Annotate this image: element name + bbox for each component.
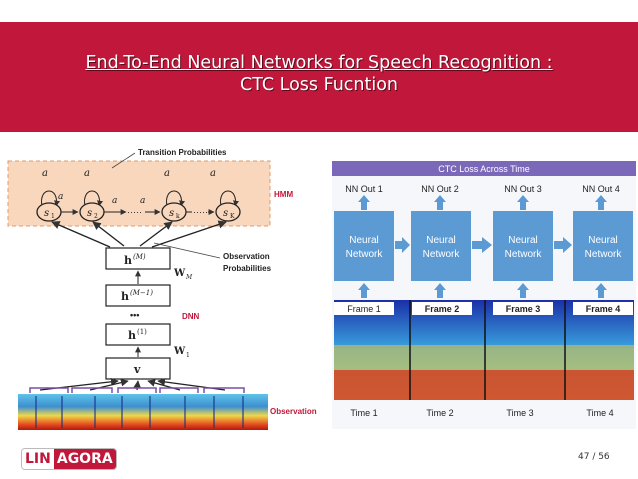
nn-1-line-2: Network	[346, 249, 384, 260]
nn-out-4: NN Out 4	[582, 184, 620, 194]
layer-M-sup: (M)	[133, 253, 146, 261]
nn-box-1	[334, 211, 394, 281]
loop-K	[220, 190, 239, 207]
layer-M1-label: h	[121, 290, 129, 303]
a-label-kk: a	[164, 168, 170, 179]
a-label-22: a	[84, 168, 90, 179]
state-k-sub: k	[176, 213, 180, 220]
hmm-label: HMM	[274, 190, 293, 199]
recurrent-arrows	[395, 237, 572, 253]
slide-title: End-To-End Neural Networks for Speech Re…	[20, 52, 618, 96]
logo-part-1: LIN	[22, 449, 54, 469]
left-spectrogram	[18, 394, 268, 430]
nn-1-line-1: Neural	[349, 235, 378, 246]
state-K-label: s	[223, 208, 228, 219]
w-M-label: W	[173, 268, 186, 279]
transition-pointer	[111, 152, 136, 169]
title-line-1: End-To-End Neural Networks for Speech Re…	[85, 53, 553, 73]
obs-arrow-k	[139, 221, 173, 247]
layer-v-label: v	[133, 363, 141, 376]
layer-M-label: h	[124, 254, 132, 267]
title-line-2: CTC Loss Fucntion	[239, 75, 399, 95]
state-2-sub: 2	[94, 213, 98, 220]
frame-4: Frame 4	[586, 304, 621, 314]
obs-prob-label-1: Observation	[223, 252, 270, 261]
nn-out-1: NN Out 1	[345, 184, 383, 194]
page-number: 47 / 56	[578, 452, 610, 462]
transition-label: Transition Probabilities	[138, 148, 227, 157]
obs-prob-label-2: Probabilities	[223, 264, 272, 273]
obs-arrow-2	[92, 221, 125, 247]
frame-1: Frame 1	[347, 304, 381, 314]
a-label-KK: a	[210, 168, 216, 179]
loop-1	[41, 190, 60, 207]
spectrogram-low-band	[334, 370, 634, 400]
frame-3-tag	[493, 302, 553, 315]
nn-4-line-1: Neural	[588, 235, 617, 246]
loop-2	[84, 190, 103, 207]
layer-M	[105, 247, 171, 270]
frame-brackets	[29, 387, 245, 393]
frame-1-tag	[334, 302, 394, 315]
ctc-diagram: CTC Loss Across Time NN Out 1 NN Out 2 N…	[332, 161, 636, 429]
w-M-sub: M	[185, 274, 193, 281]
spectrogram-streaks	[35, 396, 244, 428]
layer-M1	[105, 284, 171, 307]
obs-arrow-1	[51, 221, 111, 248]
frame-dividers	[409, 300, 566, 400]
nn-4-line-2: Network	[585, 249, 623, 260]
state-1-sub: 1	[51, 213, 55, 220]
state-dots-1: ·····	[127, 207, 142, 217]
nn-3-line-2: Network	[505, 249, 543, 260]
frame-3: Frame 3	[506, 304, 541, 314]
time-3: Time 3	[506, 408, 533, 418]
a-label-k: a	[140, 196, 145, 206]
input-arrows-right	[358, 283, 607, 298]
output-arrows	[358, 195, 607, 210]
nn-3-line-1: Neural	[508, 235, 537, 246]
state-K-sub: K	[230, 213, 235, 220]
nn-box-3	[493, 211, 553, 281]
state-k-label: s	[169, 208, 174, 219]
nn-2-line-2: Network	[423, 249, 461, 260]
time-4: Time 4	[586, 408, 613, 418]
title-band	[0, 22, 638, 132]
nn-2-line-1: Neural	[426, 235, 455, 246]
nn-box-2	[411, 211, 471, 281]
obs-arrow-K	[151, 220, 227, 248]
frame-4-tag	[573, 302, 633, 315]
a-label-2k: a	[112, 196, 117, 206]
dnn-label: DNN	[182, 312, 200, 321]
frame-2-tag	[412, 302, 472, 315]
hmm-dnn-diagram: Transition Probabilities HMM a a a a a a…	[7, 148, 317, 430]
nn-out-3: NN Out 3	[504, 184, 542, 194]
frame-2: Frame 2	[425, 304, 460, 314]
state-1-label: s	[44, 208, 49, 219]
state-dots-2: ·····	[193, 207, 208, 217]
time-2: Time 2	[426, 408, 453, 418]
a-label-11: a	[42, 168, 48, 179]
layer-v	[105, 357, 171, 380]
layer-vdots: •••	[130, 310, 139, 320]
state-K	[215, 202, 241, 222]
w-1-sub: 1	[186, 352, 190, 359]
logo-part-2: AGORA	[53, 449, 116, 469]
ctc-header: CTC Loss Across Time	[438, 164, 530, 174]
a-label-12: a	[58, 192, 63, 202]
layer-1	[105, 323, 171, 346]
layer-M1-sup: (M−1)	[130, 289, 153, 297]
layer-1-sup: (1)	[137, 328, 147, 336]
obs-pointer	[153, 242, 221, 259]
time-1: Time 1	[350, 408, 377, 418]
nn-out-2: NN Out 2	[421, 184, 459, 194]
w-1-label: W	[173, 346, 186, 357]
ctc-header-bar	[332, 161, 636, 176]
observation-label: Observation	[270, 407, 317, 416]
linagora-logo: LIN AGORA	[22, 449, 116, 469]
layer-1-label: h	[128, 329, 136, 342]
state-2-label: s	[87, 208, 92, 219]
nn-box-4	[573, 211, 633, 281]
loop-k	[166, 190, 185, 207]
